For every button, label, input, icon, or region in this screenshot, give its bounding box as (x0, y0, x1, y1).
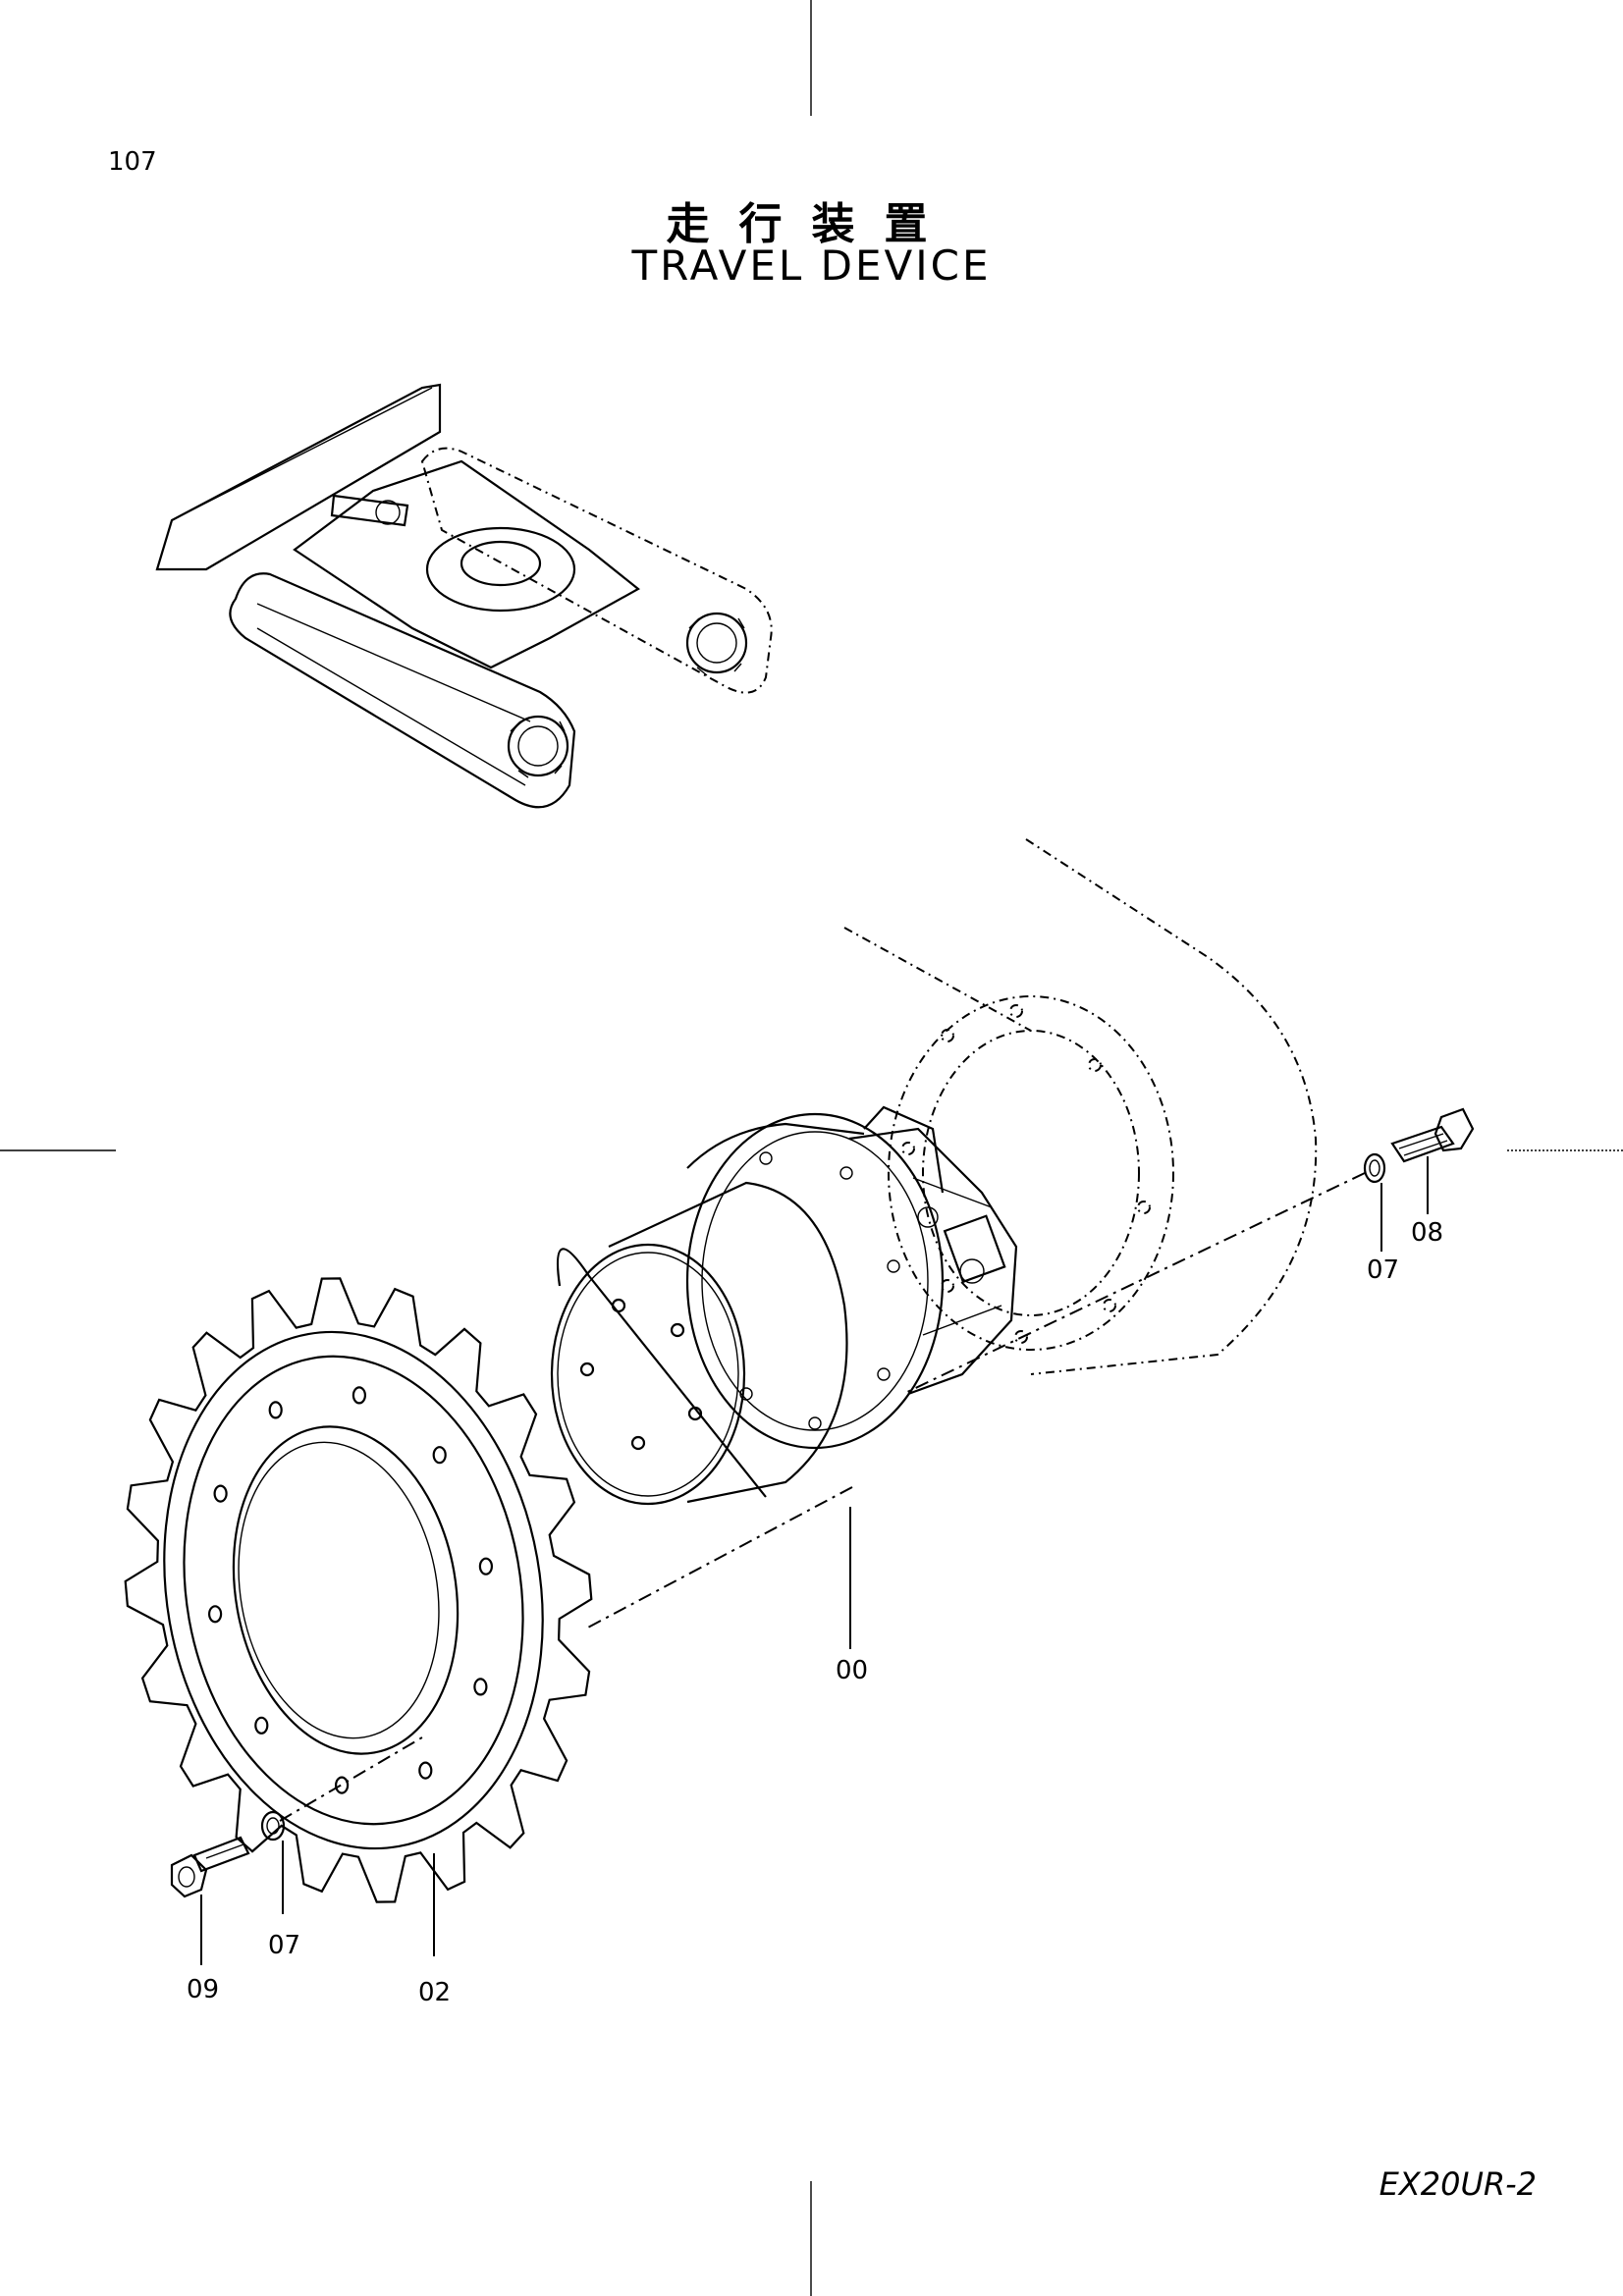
sprocket-bolt-hole (335, 1776, 350, 1794)
sprocket-bolt-hole (213, 1484, 228, 1503)
callout-07-left: 07 (268, 1931, 300, 1960)
bolt-09 (170, 1836, 250, 1898)
washer-07-left (260, 1810, 286, 1842)
callout-08: 08 (1411, 1218, 1443, 1248)
sprocket-bolt-hole (254, 1716, 269, 1735)
track-frame-phantom (843, 838, 1318, 1375)
callout-00: 00 (836, 1656, 868, 1685)
sprocket (124, 1277, 593, 1903)
callout-leaders (200, 1156, 1429, 1965)
page-title-cn: 走行装置 (666, 199, 957, 249)
sprocket-bolt-hole (268, 1401, 283, 1419)
sprocket-bolt-hole (352, 1386, 366, 1405)
sprocket-bolt-hole (432, 1446, 447, 1465)
sprocket-bolt-hole (478, 1557, 493, 1575)
sprocket-bolt-hole (473, 1678, 488, 1696)
sprocket-bolt-hole (208, 1605, 223, 1624)
bolt-08 (1390, 1107, 1475, 1163)
washer-07-right (1363, 1152, 1386, 1184)
sprocket-bolt-hole (418, 1761, 433, 1780)
model-code: EX20UR-2 (1379, 2165, 1537, 2203)
assembly-axis-lines (279, 1172, 1366, 1822)
callout-02: 02 (418, 1978, 451, 2007)
travel-motor (550, 1105, 1018, 1506)
overview-sprocket-front (507, 715, 569, 778)
page-title-en: TRAVEL DEVICE (631, 241, 992, 290)
callout-07-right: 07 (1367, 1255, 1399, 1285)
page-number: 107 (108, 147, 157, 177)
overview-sprocket-rear (685, 612, 748, 676)
callout-09: 09 (187, 1975, 219, 2004)
undercarriage-overview (155, 383, 773, 809)
